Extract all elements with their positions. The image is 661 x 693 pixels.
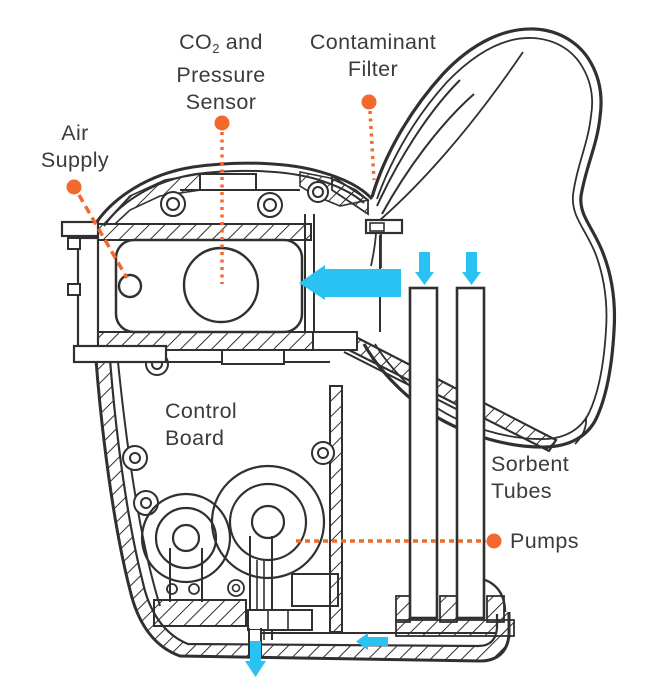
air-passage-strip xyxy=(341,332,558,453)
bag-fold-line xyxy=(376,79,461,207)
pumps-dot xyxy=(486,533,502,549)
air-inlet-port xyxy=(117,273,143,299)
main-chamber xyxy=(114,238,304,334)
bag-fold-line xyxy=(381,93,475,215)
sorbent-tube-1 xyxy=(408,286,439,620)
contaminant-filter-dot xyxy=(361,94,377,110)
sorbent-tube-1-arrow xyxy=(415,252,434,285)
breathing-bag xyxy=(362,27,617,449)
pumps-callout xyxy=(296,533,502,549)
label-control-board: Control Board xyxy=(165,399,238,450)
label-contaminant-filter: Contaminant Filter xyxy=(309,30,437,81)
label-co2-pressure-sensor: CO2 and Pressure Sensor xyxy=(176,30,266,114)
contaminant-filter-callout xyxy=(361,94,377,181)
label-sorbent-tubes: Sorbent Tubes xyxy=(491,452,570,503)
upper-housing xyxy=(60,161,404,364)
small-fastener xyxy=(166,583,178,595)
pump-mount xyxy=(153,599,247,627)
sorbent-tubes xyxy=(395,286,515,637)
air-inlet-fitting xyxy=(60,220,168,364)
tube-base xyxy=(395,619,515,637)
co2-sensor-callout xyxy=(214,115,230,284)
intake-flow-arrow xyxy=(299,265,401,300)
air-supply-callout xyxy=(66,179,129,279)
label-air-supply: Air Supply xyxy=(40,121,110,172)
lower-housing-interior xyxy=(117,349,343,658)
air-supply-dot xyxy=(66,179,82,195)
co2-sensor-dot xyxy=(214,115,230,131)
exhaust-outlet-arrow xyxy=(245,641,266,677)
callout-leaders xyxy=(66,94,502,549)
screw-boss xyxy=(160,181,329,218)
sensor-bore xyxy=(182,246,260,324)
flow-arrows xyxy=(245,252,481,677)
small-fastener xyxy=(188,583,200,595)
bag-fold-line xyxy=(574,416,588,445)
cavity-right-wall xyxy=(329,385,343,633)
control-board-module xyxy=(247,609,313,631)
small-gear xyxy=(227,579,245,597)
bracket xyxy=(291,573,339,607)
label-pumps: Pumps xyxy=(510,529,579,553)
contaminant-filter-mount xyxy=(331,174,404,268)
dome-outline xyxy=(92,161,374,227)
sorbent-tube-2-arrow xyxy=(462,252,481,285)
bag-fold-line xyxy=(379,51,524,221)
exhaust-channel-arrow xyxy=(356,633,388,650)
sorbent-tube-2 xyxy=(455,286,486,620)
